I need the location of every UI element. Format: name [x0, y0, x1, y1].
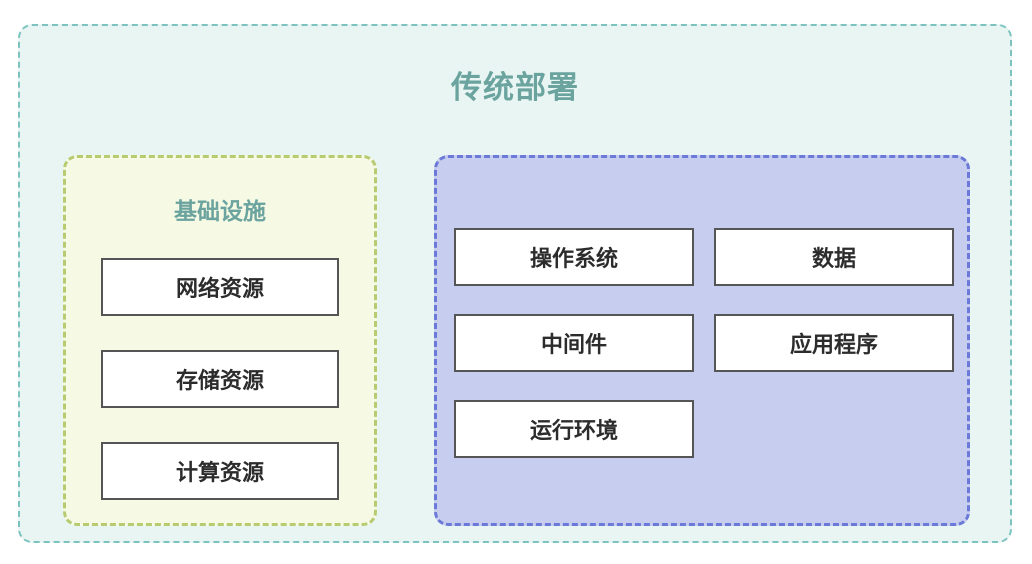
stack-item-application[interactable]: 应用程序: [714, 314, 954, 372]
infrastructure-item-network[interactable]: 网络资源: [101, 258, 339, 316]
page-title: 传统部署: [451, 70, 579, 105]
diagram-container: 传统部署 基础设施 网络资源 存储资源 计算资源 操作系统 数据 中间件 应用程…: [18, 24, 1012, 543]
infrastructure-panel: 基础设施 网络资源 存储资源 计算资源: [63, 155, 377, 526]
stack-item-middleware[interactable]: 中间件: [454, 314, 694, 372]
infrastructure-item-storage[interactable]: 存储资源: [101, 350, 339, 408]
stack-item-runtime[interactable]: 运行环境: [454, 400, 694, 458]
deployment-stack-panel: 操作系统 数据 中间件 应用程序 运行环境: [434, 155, 970, 526]
infrastructure-panel-title: 基础设施: [174, 198, 266, 224]
infrastructure-item-compute[interactable]: 计算资源: [101, 442, 339, 500]
stack-item-operating-system[interactable]: 操作系统: [454, 228, 694, 286]
stack-item-data[interactable]: 数据: [714, 228, 954, 286]
